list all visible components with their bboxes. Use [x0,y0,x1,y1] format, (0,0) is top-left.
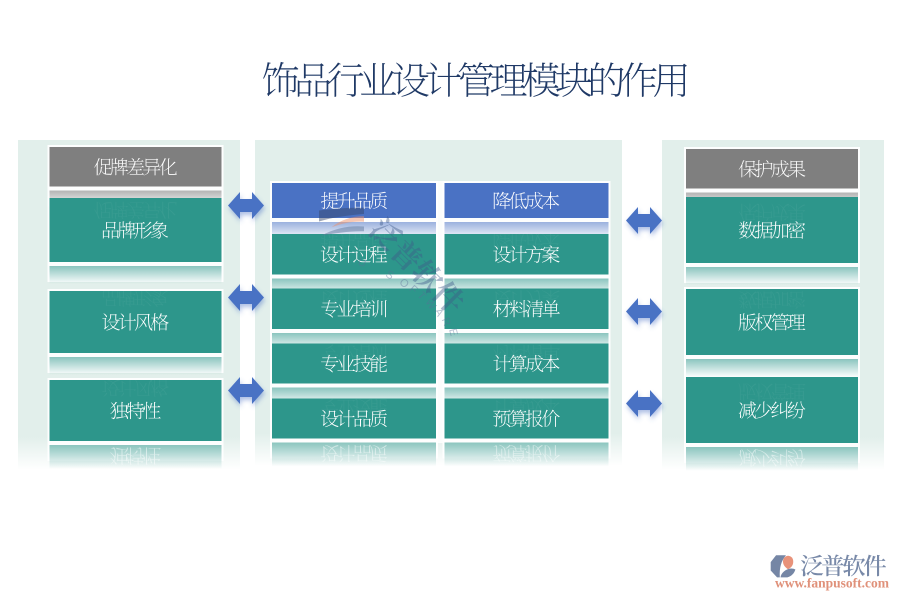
svg-text:E: E [446,327,459,337]
svg-text:www.fanpusoft.com: www.fanpusoft.com [775,576,890,591]
svg-text:R: R [439,316,453,328]
svg-text:U: U [356,256,367,270]
